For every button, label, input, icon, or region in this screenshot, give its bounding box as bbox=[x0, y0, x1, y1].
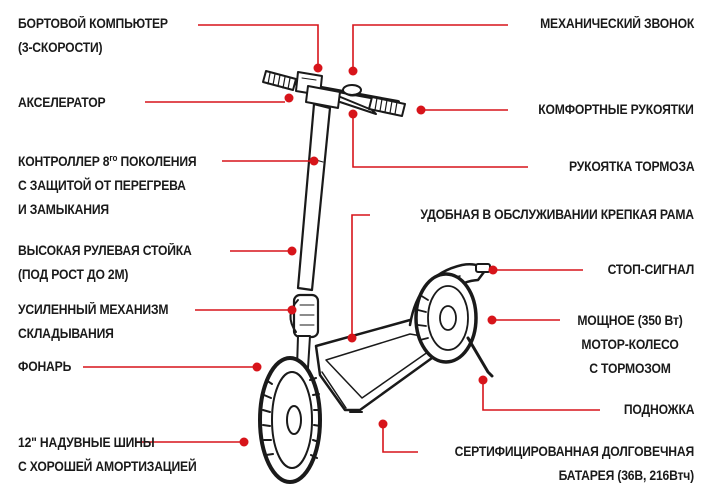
label-folding-line2: СКЛАДЫВАНИЯ bbox=[18, 326, 114, 341]
label-tires-line2: С ХОРОШЕЙ АМОРТИЗАЦИЕЙ bbox=[18, 459, 197, 474]
label-grips: КОМФОРТНЫЕ РУКОЯТКИ bbox=[538, 98, 695, 122]
label-controller-line2: С ЗАЩИТОЙ ОТ ПЕРЕГРЕВА bbox=[18, 178, 186, 193]
leader-frame bbox=[347, 214, 370, 343]
label-kickstand-line1: ПОДНОЖКА bbox=[623, 402, 695, 417]
label-battery-line1: СЕРТИФИЦИРОВАННАЯ ДОЛГОВЕЧНАЯ bbox=[454, 444, 695, 459]
label-tires: 12" НАДУВНЫЕ ШИНЫ С ХОРОШЕЙ АМОРТИЗАЦИЕЙ bbox=[18, 431, 197, 479]
label-stem: ВЫСОКАЯ РУЛЕВАЯ СТОЙКА (ПОД РОСТ ДО 2М) bbox=[18, 239, 192, 287]
label-motor-line1: МОЩНОЕ (350 Вт) bbox=[577, 313, 683, 328]
label-headlight-line1: ФОНАРЬ bbox=[18, 359, 72, 374]
label-stoplight-line1: СТОП-СИГНАЛ bbox=[607, 262, 695, 277]
label-controller-line1: КОНТРОЛЛЕР 8го ПОКОЛЕНИЯ bbox=[18, 153, 197, 170]
leader-brake-lever bbox=[348, 109, 528, 168]
left-grip bbox=[262, 70, 297, 91]
label-stoplight: СТОП-СИГНАЛ bbox=[607, 258, 695, 282]
leader-folding bbox=[195, 305, 297, 315]
label-kickstand: ПОДНОЖКА bbox=[623, 398, 695, 422]
label-accelerator: АКСЕЛЕРАТОР bbox=[18, 91, 106, 115]
label-bell: МЕХАНИЧЕСКИЙ ЗВОНОК bbox=[540, 12, 694, 36]
label-computer-line1: БОРТОВОЙ КОМПЬЮТЕР bbox=[18, 16, 168, 31]
label-motor-line2: МОТОР-КОЛЕСО bbox=[581, 337, 679, 352]
label-stem-line1: ВЫСОКАЯ РУЛЕВАЯ СТОЙКА bbox=[18, 243, 192, 258]
leader-headlight bbox=[83, 362, 262, 372]
stop-light bbox=[475, 263, 491, 273]
label-tires-line1: 12" НАДУВНЫЕ ШИНЫ bbox=[18, 435, 155, 450]
leader-stoplight bbox=[488, 265, 583, 275]
callout-leaders bbox=[83, 24, 600, 453]
leader-grips bbox=[416, 105, 508, 115]
label-folding-line1: УСИЛЕННЫЙ МЕХАНИЗМ bbox=[18, 302, 169, 317]
leader-tires bbox=[137, 437, 249, 447]
steering-stem bbox=[296, 102, 332, 292]
leader-accelerator bbox=[145, 93, 294, 103]
label-brake-lever: РУКОЯТКА ТОРМОЗА bbox=[568, 155, 694, 179]
label-motor: МОЩНОЕ (350 Вт) МОТОР-КОЛЕСО С ТОРМОЗОМ bbox=[565, 309, 695, 381]
label-computer-line2: (3-СКОРОСТИ) bbox=[18, 40, 103, 55]
label-grips-line1: КОМФОРТНЫЕ РУКОЯТКИ bbox=[538, 102, 695, 117]
label-headlight: ФОНАРЬ bbox=[18, 355, 71, 379]
label-frame: УДОБНАЯ В ОБСЛУЖИВАНИИ КРЕПКАЯ РАМА bbox=[420, 203, 694, 227]
leader-kickstand bbox=[478, 375, 600, 411]
label-brake-lever-line1: РУКОЯТКА ТОРМОЗА bbox=[568, 159, 694, 174]
label-motor-line3: С ТОРМОЗОМ bbox=[589, 361, 671, 376]
leader-stem bbox=[230, 246, 297, 256]
label-bell-line1: МЕХАНИЧЕСКИЙ ЗВОНОК bbox=[539, 16, 694, 31]
bell bbox=[342, 84, 362, 97]
rear-wheel bbox=[414, 272, 478, 364]
brake-lever bbox=[337, 95, 377, 115]
leader-battery bbox=[378, 419, 418, 453]
label-folding: УСИЛЕННЫЙ МЕХАНИЗМ СКЛАДЫВАНИЯ bbox=[18, 298, 169, 346]
front-wheel bbox=[258, 356, 322, 484]
label-controller: КОНТРОЛЛЕР 8го ПОКОЛЕНИЯ С ЗАЩИТОЙ ОТ ПЕ… bbox=[18, 150, 197, 222]
label-controller-line3: И ЗАМЫКАНИЯ bbox=[18, 202, 109, 217]
leader-motor bbox=[487, 315, 560, 325]
leader-computer bbox=[198, 24, 323, 73]
label-stem-line2: (ПОД РОСТ ДО 2М) bbox=[18, 267, 129, 282]
leader-controller bbox=[222, 156, 319, 166]
label-accelerator-line1: АКСЕЛЕРАТОР bbox=[18, 95, 106, 110]
label-battery-line2: БАТАРЕЯ (36В, 216Втч) bbox=[558, 468, 695, 483]
scooter-illustration bbox=[258, 70, 494, 484]
label-computer: БОРТОВОЙ КОМПЬЮТЕР (3-СКОРОСТИ) bbox=[18, 12, 168, 60]
label-battery: СЕРТИФИЦИРОВАННАЯ ДОЛГОВЕЧНАЯ БАТАРЕЯ (3… bbox=[454, 440, 695, 488]
right-grip bbox=[368, 96, 406, 117]
leader-bell bbox=[348, 24, 508, 76]
folding-mechanism bbox=[289, 293, 320, 339]
label-frame-line1: УДОБНАЯ В ОБСЛУЖИВАНИИ КРЕПКАЯ РАМА bbox=[420, 207, 694, 222]
kickstand bbox=[466, 336, 494, 378]
